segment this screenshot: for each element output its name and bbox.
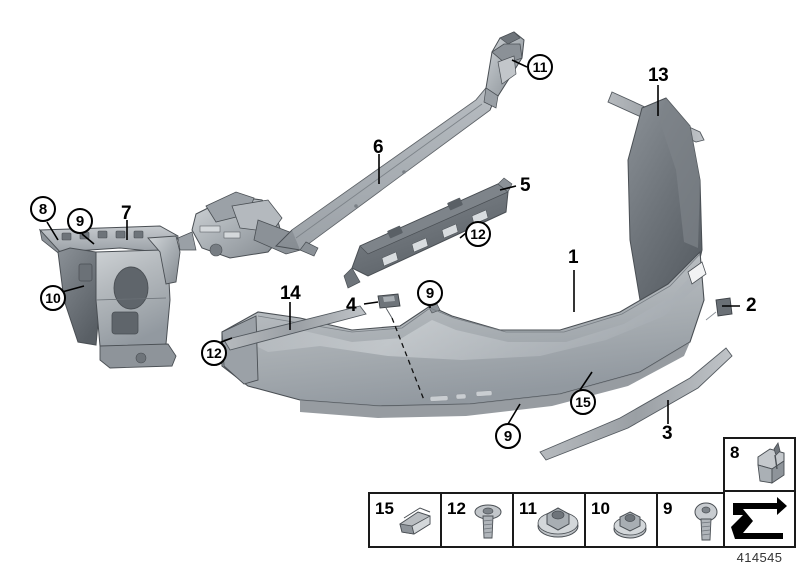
callout-circle-9-screw-bottom[interactable]: 9 [495,423,521,449]
push-clip-icon [757,442,785,484]
callout-circle-9-screw-left[interactable]: 9 [67,208,93,234]
part-1-bumper-trim-panel [221,97,707,418]
legend-item-10[interactable]: 10 [586,494,658,546]
callout-14-side-trim-strip[interactable]: 14 [280,283,301,304]
flange-nut-large-icon [537,507,579,538]
legend-number-12: 12 [447,499,466,518]
callout-4-bracket[interactable]: 4 [346,295,357,316]
spring-clip-icon [399,507,431,535]
part-5-reinforcement-bar [343,177,513,289]
callout-2-clip[interactable]: 2 [746,295,757,316]
legend-number-15: 15 [375,499,394,518]
legend-item-15[interactable]: 15 [370,494,442,546]
legend-number-9: 9 [663,499,673,518]
callout-3-lower-trim-strip[interactable]: 3 [662,423,673,444]
callout-circle-11-nut-crashbox[interactable]: 11 [527,54,553,80]
assembly-dashed-line [391,317,425,401]
diagram-part-number: 414545 [736,550,783,565]
flange-screw-icon [474,504,502,539]
callout-6-impact-beam[interactable]: 6 [373,137,384,158]
callout-7-side-bracket[interactable]: 7 [121,203,132,224]
part-11-crash-box [483,31,525,109]
callout-circle-8-clip[interactable]: 8 [30,196,56,222]
callout-1-bumper-trim-panel[interactable]: 1 [568,247,579,268]
callout-circle-9-screw-top[interactable]: 9 [417,280,443,306]
direction-arrow-box [723,492,796,548]
part-center-bracket-assembly [177,191,309,259]
callout-5-reinforcement-bar[interactable]: 5 [520,175,531,196]
legend-number-11: 11 [519,499,537,518]
legend-item-8[interactable]: 8 [723,437,796,492]
callout-circle-12-screw-trim[interactable]: 12 [201,340,227,366]
callout-13-upper-trim-strip[interactable]: 13 [648,65,669,86]
legend-number-10: 10 [591,499,610,518]
legend-item-9[interactable]: 9 [658,494,730,546]
part-3-lower-trim-strip [539,347,733,461]
legend-number-8: 8 [730,443,740,462]
callout-circle-15-clamp[interactable]: 15 [570,389,596,415]
callout-circle-10-nut[interactable]: 10 [40,285,66,311]
legend-item-12[interactable]: 12 [442,494,514,546]
hex-screw-icon [694,502,718,541]
direction-arrow-icon [731,497,787,539]
fastener-legend: 15 12 11 [368,492,732,548]
part-6-impact-beam [274,87,497,257]
part-14-side-trim-strip [223,305,367,351]
part-2-clip [705,297,733,321]
flange-nut-icon [613,511,647,539]
callout-circle-12-screw-reinforcement[interactable]: 12 [465,221,491,247]
part-4-bracket [377,293,401,319]
part-7-side-bracket [38,225,181,369]
legend-item-11[interactable]: 11 [514,494,586,546]
